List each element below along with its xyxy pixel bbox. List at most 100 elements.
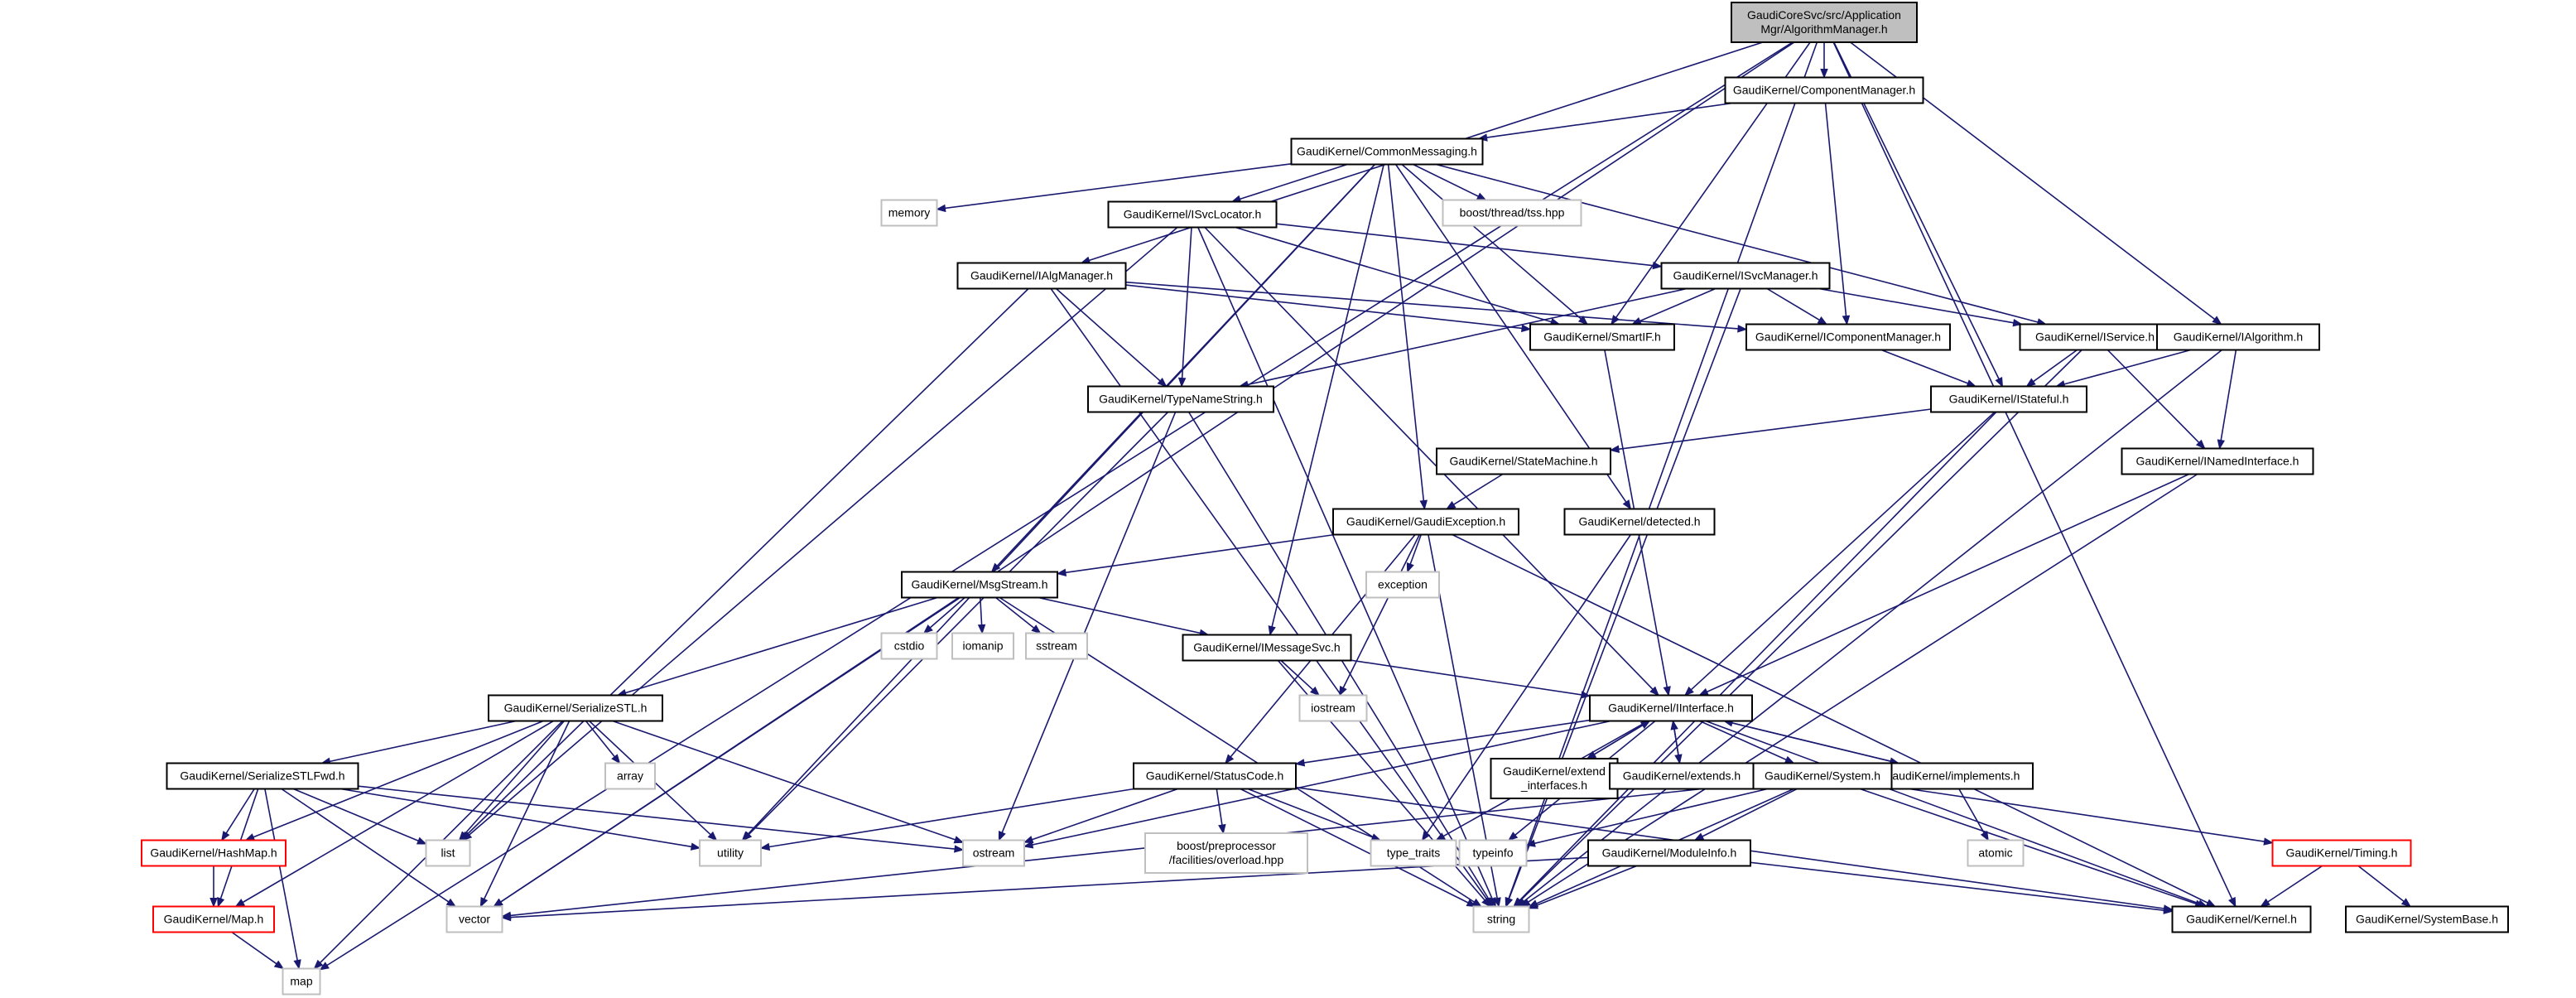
edge-arrowhead	[1370, 833, 1382, 841]
edge-root-to-kernel	[1832, 41, 2237, 908]
node-iservice[interactable]: GaudiKernel/IService.h	[2019, 323, 2171, 351]
node-memory[interactable]: memory	[880, 199, 938, 227]
node-system[interactable]: GaudiKernel/System.h	[1752, 762, 1893, 790]
edge-arrowhead	[1525, 839, 1536, 847]
node-isvcmanager[interactable]: GaudiKernel/ISvcManager.h	[1660, 262, 1831, 290]
node-isvclocator[interactable]: GaudiKernel/ISvcLocator.h	[1107, 200, 1278, 229]
edge-line	[1426, 534, 1632, 834]
edge-isvcmanager-to-icompmgr	[1766, 287, 1828, 325]
node-overload[interactable]: boost/preprocessor/facilities/overload.h…	[1144, 832, 1308, 874]
node-typeinfo[interactable]: typeinfo	[1458, 839, 1528, 867]
edge-system-to-typeinfo	[1525, 788, 1768, 847]
edge-line	[1958, 788, 1985, 834]
node-box	[445, 905, 503, 933]
node-label: GaudiKernel/INamedInterface.h	[2136, 455, 2299, 468]
node-box	[880, 199, 938, 227]
node-iostream[interactable]: iostream	[1298, 694, 1368, 722]
node-systembase[interactable]: GaudiKernel/SystemBase.h	[2345, 905, 2509, 933]
dependency-edges	[209, 41, 2412, 971]
node-statuscode[interactable]: GaudiKernel/StatusCode.h	[1133, 762, 1297, 790]
node-gaudiexception[interactable]: GaudiKernel/GaudiException.h	[1332, 508, 1519, 536]
node-compmgr[interactable]: GaudiKernel/ComponentManager.h	[1724, 76, 1924, 104]
node-box	[2156, 323, 2320, 351]
node-mapnode[interactable]: GaudiKernel/Map.h	[152, 905, 275, 933]
edge-line	[748, 411, 1169, 835]
node-string[interactable]: string	[1472, 905, 1530, 933]
node-iinterface[interactable]: GaudiKernel/IInterface.h	[1589, 694, 1753, 722]
edge-arrowhead	[1842, 315, 1851, 325]
edge-arrowhead	[2205, 899, 2217, 908]
edge-line	[1508, 288, 1741, 899]
node-atomic[interactable]: atomic	[1967, 839, 2025, 867]
edge-serializestlfwd-to-utility	[340, 788, 701, 851]
node-list[interactable]: list	[425, 839, 471, 867]
node-ialgmanager[interactable]: GaudiKernel/IAlgManager.h	[956, 262, 1127, 290]
edge-line	[1032, 720, 1611, 846]
node-commonmsg[interactable]: GaudiKernel/CommonMessaging.h	[1290, 137, 1484, 166]
node-detected[interactable]: GaudiKernel/detected.h	[1563, 508, 1716, 536]
edge-line	[929, 596, 965, 629]
node-vector[interactable]: vector	[445, 905, 503, 933]
node-typenamestring[interactable]: GaudiKernel/TypeNameString.h	[1087, 385, 1274, 413]
edge-line	[1247, 287, 1688, 386]
node-box	[2345, 905, 2509, 933]
edge-system-to-moduleinfo	[1693, 788, 1798, 841]
node-serializestlfwd[interactable]: GaudiKernel/SerializeSTLFwd.h	[166, 762, 359, 790]
node-msgstream[interactable]: GaudiKernel/MsgStream.h	[901, 571, 1058, 599]
edge-commonmsg-to-gaudiexception	[1387, 164, 1428, 510]
edge-line	[1524, 349, 2222, 902]
edge-line	[1891, 785, 2265, 842]
node-box	[425, 839, 471, 867]
node-map[interactable]: map	[282, 967, 321, 996]
node-label: ostream	[973, 846, 1015, 860]
edge-line	[1216, 788, 1223, 826]
node-sstream[interactable]: sstream	[1025, 632, 1088, 660]
node-hashmap[interactable]: GaudiKernel/HashMap.h	[141, 839, 286, 867]
node-label: GaudiKernel/extends.h	[1623, 769, 1741, 783]
node-ostream[interactable]: ostream	[962, 839, 1025, 867]
edge-arrowhead	[922, 624, 933, 634]
edge-line	[1818, 287, 2014, 324]
node-timing[interactable]: GaudiKernel/Timing.h	[2271, 839, 2412, 867]
node-extendinterfaces[interactable]: GaudiKernel/extend_interfaces.h	[1490, 758, 1619, 799]
node-istateful[interactable]: GaudiKernel/IStateful.h	[1930, 385, 2087, 413]
node-box	[1182, 634, 1352, 662]
node-smartif[interactable]: GaudiKernel/SmartIF.h	[1529, 323, 1675, 351]
node-root[interactable]: GaudiCoreSvc/src/ApplicationMgr/Algorith…	[1731, 2, 1918, 43]
node-label: GaudiKernel/StatusCode.h	[1146, 769, 1284, 783]
node-cstdio[interactable]: cstdio	[880, 632, 938, 660]
node-box	[1025, 632, 1088, 660]
node-typetraits[interactable]: type_traits	[1370, 839, 1457, 867]
edge-line	[1413, 163, 1479, 197]
node-statemachine[interactable]: GaudiKernel/StateMachine.h	[1436, 447, 1611, 475]
edge-arrowhead	[416, 836, 427, 845]
node-serializestl[interactable]: GaudiKernel/SerializeSTL.h	[488, 694, 663, 722]
node-box	[1436, 447, 1611, 475]
edge-serializestl-to-vector	[479, 721, 571, 908]
node-icompmgr[interactable]: GaudiKernel/IComponentManager.h	[1745, 323, 1951, 351]
node-ialgorithm[interactable]: GaudiKernel/IAlgorithm.h	[2156, 323, 2320, 351]
edge-msgstream-to-iomanip	[977, 597, 986, 634]
node-label: GaudiKernel/IAlgorithm.h	[2174, 330, 2303, 344]
node-extends[interactable]: GaudiKernel/extends.h	[1609, 762, 1755, 790]
edge-mapnode-to-map	[231, 931, 285, 970]
node-inamedinterface[interactable]: GaudiKernel/INamedInterface.h	[2121, 447, 2314, 475]
node-kernel[interactable]: GaudiKernel/Kernel.h	[2171, 905, 2312, 933]
node-box	[488, 694, 663, 722]
node-utility[interactable]: utility	[699, 839, 762, 867]
edge-line	[1880, 349, 1968, 384]
node-label: sstream	[1036, 639, 1077, 653]
node-iomanip[interactable]: iomanip	[951, 632, 1014, 660]
edge-arrowhead	[2212, 316, 2222, 325]
edge-gaudiexception-to-kernel	[1452, 533, 2217, 908]
edge-arrowhead	[1507, 832, 1519, 841]
node-imessagesvc[interactable]: GaudiKernel/IMessageSvc.h	[1182, 634, 1352, 662]
node-exception[interactable]: exception	[1365, 571, 1440, 599]
node-box	[166, 762, 359, 790]
node-threadtss[interactable]: boost/thread/tss.hpp	[1442, 199, 1582, 227]
node-array[interactable]: array	[604, 762, 656, 790]
node-moduleinfo[interactable]: GaudiKernel/ModuleInfo.h	[1587, 839, 1751, 867]
node-implements[interactable]: GaudiKernel/implements.h	[1870, 762, 2034, 790]
node-box	[1107, 200, 1278, 229]
edge-arrowhead	[1481, 897, 1491, 908]
